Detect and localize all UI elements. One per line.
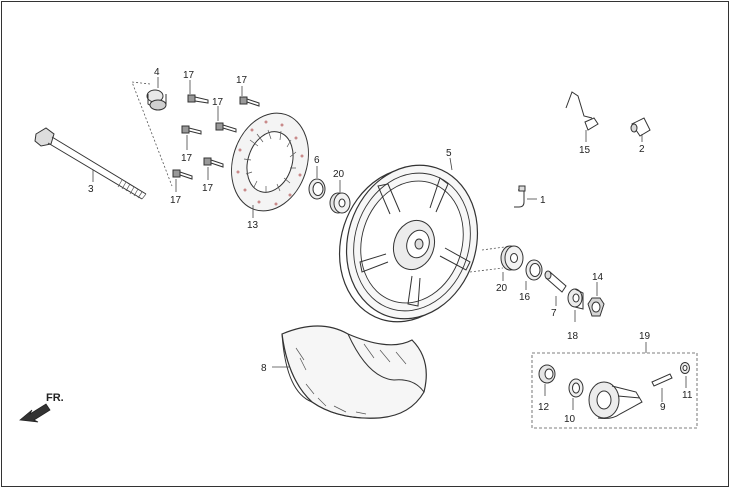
callout-18: 18 <box>567 331 579 342</box>
callout-19: 19 <box>639 331 651 342</box>
collar: 4 <box>146 67 167 111</box>
guide-line-collar <box>131 81 173 187</box>
callout-11: 11 <box>682 390 693 401</box>
bearing-right: 20 <box>496 245 524 294</box>
valve-cap: 2 <box>630 117 651 155</box>
disc-bolt <box>215 122 237 133</box>
callout-13: 13 <box>247 220 259 231</box>
speedometer-gear-box: 19 <box>531 331 698 429</box>
front-direction-marker: FR. <box>19 392 64 423</box>
callout-17: 17 <box>212 97 224 108</box>
wheel-rim: 5 <box>338 148 479 323</box>
small-seal: 11 <box>680 362 693 401</box>
side-collar: 18 <box>567 288 584 342</box>
callout-14: 14 <box>592 272 604 283</box>
callout-12: 12 <box>538 402 550 413</box>
oil-seal-left: 6 <box>308 155 326 200</box>
axle-bolt: 3 <box>34 127 147 200</box>
brake-disc: 13 <box>231 112 309 231</box>
callout-17: 17 <box>181 153 193 164</box>
callout-17: 17 <box>236 75 248 86</box>
oil-seal-right: 16 <box>519 259 543 303</box>
distance-collar: 7 <box>544 270 567 319</box>
callout-20: 20 <box>333 169 345 180</box>
callout-17: 17 <box>170 195 182 206</box>
thrust-washer: 10 <box>564 378 584 425</box>
callout-17: 17 <box>202 183 214 194</box>
front-label: FR. <box>46 392 64 404</box>
drive-retainer: 12 <box>538 364 556 413</box>
callout-16: 16 <box>519 292 531 303</box>
callout-3: 3 <box>88 184 94 195</box>
callout-15: 15 <box>579 145 591 156</box>
callout-1: 1 <box>540 195 546 206</box>
callout-4: 4 <box>154 67 160 78</box>
callout-7: 7 <box>551 308 557 319</box>
callout-17: 17 <box>183 70 195 81</box>
callout-6: 6 <box>314 155 320 166</box>
disc-bolt-group: 17 17 17 17 17 17 <box>170 70 260 206</box>
callout-8: 8 <box>261 363 267 374</box>
air-valve: 1 <box>514 185 546 208</box>
front-arrow-icon <box>19 403 51 423</box>
callout-20: 20 <box>496 283 508 294</box>
gear-box-body <box>588 381 643 419</box>
disc-bolt <box>187 94 209 104</box>
tire: 8 <box>261 325 427 419</box>
callout-5: 5 <box>446 148 452 159</box>
disc-bolt <box>181 125 202 135</box>
bearing-left: 20 <box>329 169 351 214</box>
disc-bolt <box>172 169 193 180</box>
callout-2: 2 <box>639 144 645 155</box>
retaining-clip: 15 <box>565 91 599 156</box>
disc-bolt <box>203 157 224 168</box>
gear-shaft: 9 <box>651 373 673 413</box>
axle-nut: 14 <box>587 272 605 317</box>
callout-10: 10 <box>564 414 576 425</box>
disc-bolt <box>239 96 260 107</box>
callout-9: 9 <box>660 402 666 413</box>
